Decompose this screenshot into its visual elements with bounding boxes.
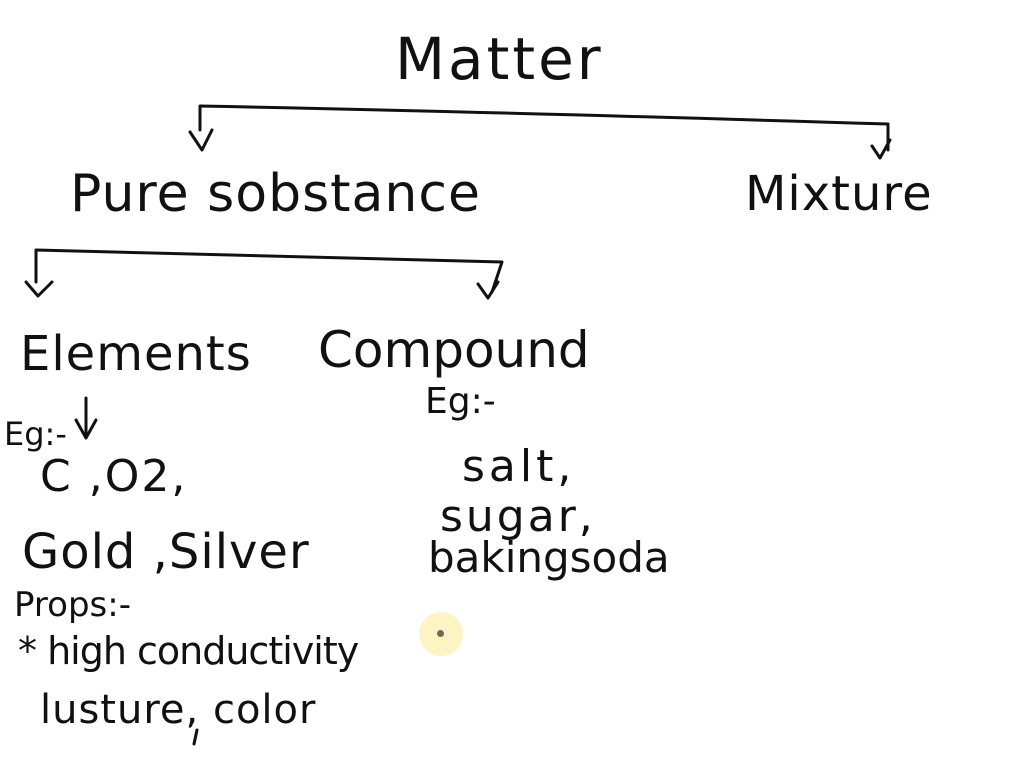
branch-pure-substance: Pure sobstance (70, 164, 481, 224)
root-node-matter: Matter (395, 25, 604, 93)
elements-down-arrowhead (74, 418, 98, 440)
elements-props-label: Props:- (14, 585, 131, 625)
elements-eg-label: Eg:- (4, 415, 67, 453)
cursor-pointer-icon (437, 630, 444, 637)
compound-example-2: sugar, (440, 491, 596, 542)
elements-example-1: C ,O2, (40, 451, 188, 502)
arrowhead-pure (188, 128, 214, 152)
arrowhead-elements (24, 280, 54, 298)
sub-branch-compound: Compound (318, 321, 590, 379)
sub-branch-elements: Elements (20, 326, 252, 382)
compound-example-3: bakingsoda (428, 533, 670, 582)
pure-bracket-line (34, 248, 504, 294)
arrowhead-mixture (870, 138, 892, 160)
compound-example-1: salt, (462, 441, 576, 492)
elements-property-1: * high conductivity (18, 629, 359, 673)
compound-eg-label: Eg:- (425, 381, 496, 422)
arrowhead-compound (476, 280, 500, 300)
branch-mixture: Mixture (745, 166, 933, 222)
elements-example-2: Gold ,Silver (22, 524, 310, 580)
comma-mark (192, 728, 199, 746)
root-bracket-line (198, 104, 890, 152)
elements-property-2: lusture, color (40, 687, 317, 733)
